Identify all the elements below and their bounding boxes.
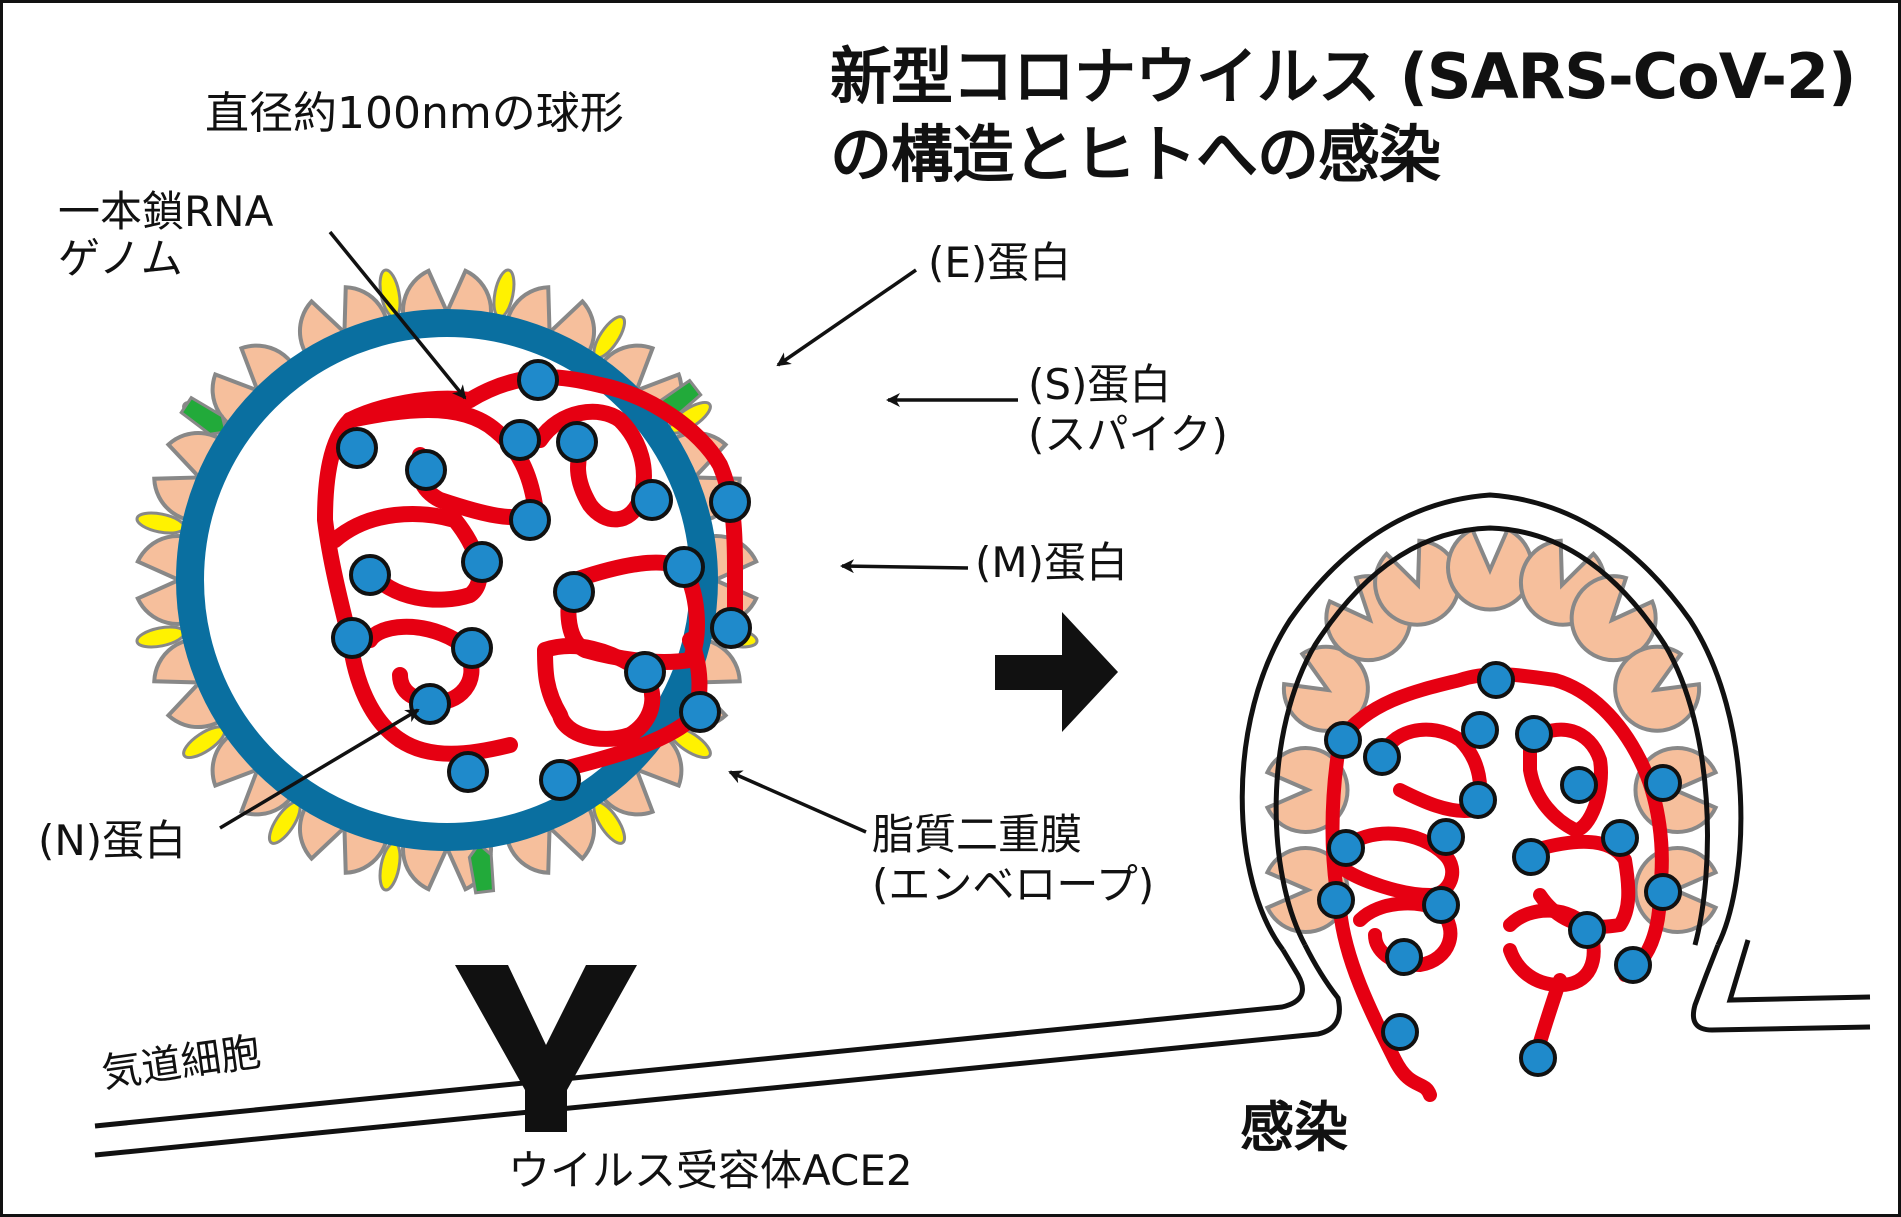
n-protein-icon <box>1601 819 1639 857</box>
e-protein-icon <box>179 395 228 436</box>
n-protein-icon <box>1461 711 1499 749</box>
n-protein-icon <box>1422 886 1460 924</box>
n-protein-icon <box>709 481 751 523</box>
n-protein-icon <box>1512 838 1550 876</box>
s-label-line-1: (S)蛋白 <box>1028 360 1172 409</box>
transition-arrow-icon <box>995 612 1118 732</box>
n-protein-icon <box>331 617 373 659</box>
spike-protein-icon <box>1446 526 1534 612</box>
cell-membrane-outer <box>94 948 1305 1129</box>
n-protein-icon <box>663 546 705 588</box>
n-protein-icon <box>710 607 752 649</box>
shape-label: 直径約100nmの球形 <box>205 88 624 139</box>
n-protein-icon <box>624 651 666 693</box>
n-protein-icon <box>409 683 451 725</box>
n-protein-icon <box>1568 911 1606 949</box>
n-proteins <box>331 359 752 801</box>
n-protein-icon <box>336 427 378 469</box>
title-line-1: 新型コロナウイルス (SARS-CoV-2) <box>830 40 1856 113</box>
ace2-label: ウイルス受容体ACE2 <box>508 1146 913 1195</box>
n-protein-icon <box>1363 738 1401 776</box>
envelope-pointer <box>728 770 867 834</box>
n-protein-icon <box>451 627 493 669</box>
e-protein-pointer <box>776 268 917 367</box>
n-protein-icon <box>1644 873 1682 911</box>
spike-protein-icon <box>1373 538 1462 627</box>
n-protein-icon <box>509 499 551 541</box>
envelope-label: 脂質二重膜 (エンベロープ) <box>872 810 1154 911</box>
rna-pointer <box>328 230 467 400</box>
rna-label-line-2: ゲノム <box>58 234 183 284</box>
n-protein-icon <box>349 554 391 596</box>
n-protein-icon <box>447 751 489 793</box>
n-protein-icon <box>405 449 447 491</box>
rna-label-line-1: 一本鎖RNA <box>58 187 274 236</box>
n-protein-icon <box>1614 946 1652 984</box>
n-protein-icon <box>1560 766 1598 804</box>
n-protein-icon <box>1515 715 1553 753</box>
n-protein-icon <box>1644 764 1682 802</box>
n-protein-icon <box>679 691 721 733</box>
main-virus <box>135 268 759 895</box>
s-label-line-2: (スパイク) <box>1028 410 1228 460</box>
rna-genome-label: 一本鎖RNA ゲノム <box>58 188 273 282</box>
n-protein-pointer <box>219 708 420 830</box>
n-protein-icon <box>539 759 581 801</box>
diagram-title: 新型コロナウイルス (SARS-CoV-2) の構造とヒトへの感染 <box>830 38 1856 193</box>
n-protein-icon <box>499 419 541 461</box>
n-protein-icon <box>1459 781 1497 819</box>
n-protein-icon <box>1324 721 1362 759</box>
e-protein-label: (E)蛋白 <box>928 238 1072 287</box>
airway-cell-membrane <box>94 939 1871 1158</box>
n-protein-icon <box>461 541 503 583</box>
bud-envelope-inner <box>1273 525 1710 947</box>
n-protein-icon <box>556 421 598 463</box>
n-protein-icon <box>1477 661 1515 699</box>
leader-lines <box>219 230 1018 834</box>
cell-membrane-inner <box>94 943 1342 1158</box>
n-protein-label: (N)蛋白 <box>38 816 187 865</box>
infection-label: 感染 <box>1240 1096 1348 1159</box>
cell-membrane-right-outer <box>1726 939 1871 1003</box>
s-protein-label: (S)蛋白 (スパイク) <box>1028 360 1228 461</box>
m-protein-pointer <box>840 559 969 574</box>
envelope-label-line-2: (エンベロープ) <box>872 860 1155 910</box>
n-protein-icon <box>1381 1013 1419 1051</box>
n-protein-icon <box>553 571 595 613</box>
budding-virus <box>1239 492 1744 1102</box>
n-protein-icon <box>631 479 673 521</box>
bud-envelope-outer <box>1239 492 1744 952</box>
title-line-2: の構造とヒトへの感染 <box>830 117 1441 191</box>
e-protein-icon <box>467 841 496 895</box>
n-protein-icon <box>1385 938 1423 976</box>
n-protein-icon <box>1519 1039 1557 1077</box>
n-protein-icon <box>1317 881 1355 919</box>
n-protein-icon <box>517 359 559 401</box>
m-protein-label: (M)蛋白 <box>975 538 1129 587</box>
n-protein-icon <box>1327 829 1365 867</box>
ace2-receptor <box>455 965 637 1132</box>
envelope-label-line-1: 脂質二重膜 <box>872 810 1083 859</box>
n-protein-icon <box>1427 818 1465 856</box>
bud-n-proteins <box>1317 661 1682 1077</box>
ace2-icon <box>455 965 637 1132</box>
cell-membrane-right-inner <box>1690 944 1871 1033</box>
